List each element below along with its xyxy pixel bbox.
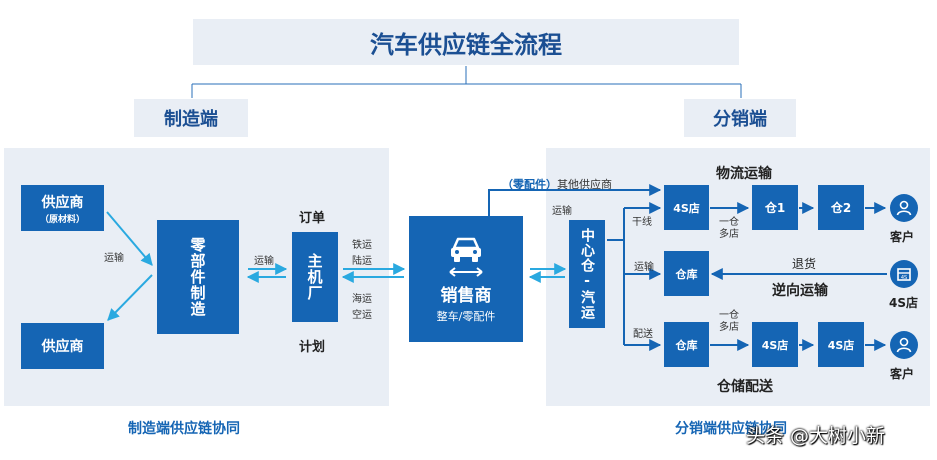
rail-label: 铁运 (352, 240, 372, 251)
row3-warehouse-box: 仓库 (664, 322, 709, 367)
manufacturing-header: 制造端 (134, 99, 248, 137)
supplier-raw-sub: （原材料） (39, 214, 85, 225)
plan-label: 计划 (299, 340, 326, 355)
row1-wh1-box: 仓1 (752, 185, 798, 230)
transport-label-2: 运输 (254, 256, 274, 267)
row2-end-label: 4S店 (889, 296, 918, 310)
row2-warehouse-box: 仓库 (664, 251, 709, 296)
reverse-label: 逆向运输 (772, 283, 828, 299)
distribution-footer: 分销端供应链协同 (675, 421, 787, 437)
car-icon (451, 237, 481, 262)
supplier-box: 供应商 (21, 323, 104, 369)
supplier-raw-box: 供应商 （原材料） (21, 185, 104, 231)
dealer-transport-label: 运输 (552, 206, 572, 217)
row3-store1-label: 4S店 (761, 338, 789, 352)
supplier-label: 供应商 (41, 339, 84, 355)
person-icon (896, 200, 912, 216)
row1-store-label: 4S店 (673, 201, 700, 215)
person-icon-2 (896, 337, 912, 353)
storage-label: 仓储配送 (717, 379, 773, 395)
tree-lines (191, 66, 742, 98)
svg-text:4S: 4S (901, 275, 907, 281)
double-arrow-icon (449, 267, 483, 277)
parts-label: 零部件制造 (188, 237, 207, 317)
hub-box: 中心仓-汽运 (569, 220, 605, 328)
title-banner: 汽车供应链全流程 (193, 19, 739, 65)
supplier-arrows (106, 211, 153, 321)
other-supplier-line (488, 184, 662, 216)
logistics-label: 物流运输 (716, 166, 772, 182)
customer-icon-1 (890, 194, 918, 222)
oem-label: 主机厂 (305, 253, 324, 301)
distribution-header-label: 分销端 (713, 109, 767, 130)
row3-warehouse-label: 仓库 (675, 338, 698, 352)
order-label: 订单 (299, 211, 326, 226)
dealer-box: 销售商 整车/零配件 (409, 216, 523, 342)
hub-branches (607, 202, 662, 351)
row3-note: 一仓多店 (719, 310, 739, 333)
row1-store-box: 4S店 (664, 185, 709, 230)
row1-wh2-label: 仓2 (830, 201, 852, 215)
watermark: 头条 @大树小新 (746, 425, 886, 447)
transport-label-1: 运输 (104, 253, 124, 264)
other-supplier-paren: （零配件） (502, 178, 557, 191)
row3-store1-box: 4S店 (752, 322, 798, 367)
row1-note: 一仓多店 (719, 217, 739, 240)
dealer-hub-arrows (528, 263, 567, 283)
row1-wh2-box: 仓2 (818, 185, 864, 230)
supplier-raw-label: 供应商 (41, 194, 84, 211)
oem-box: 主机厂 (292, 232, 338, 322)
delivery-label: 配送 (633, 329, 653, 340)
diagram-title: 汽车供应链全流程 (370, 30, 562, 59)
other-supplier-label: （零配件）其他供应商 (502, 176, 612, 192)
row2-warehouse-label: 仓库 (675, 267, 698, 281)
shop-icon: 4S (897, 268, 911, 281)
manufacturing-header-label: 制造端 (164, 109, 218, 130)
road-label: 陆运 (352, 256, 372, 267)
row3-store2-label: 4S店 (827, 338, 855, 352)
parts-box: 零部件制造 (157, 220, 239, 334)
customer-icon-2 (890, 331, 918, 359)
sea-label: 海运 (352, 294, 372, 305)
dealer-label: 销售商 (440, 286, 492, 306)
row1-wh1-label: 仓1 (764, 201, 786, 215)
hub-label: 中心仓-汽运 (579, 228, 595, 320)
row1-end-label: 客户 (890, 230, 915, 244)
row3-store2-box: 4S店 (818, 322, 864, 367)
transport2-label: 运输 (634, 262, 654, 273)
distribution-header: 分销端 (684, 99, 796, 137)
store-icon: 4S (890, 260, 918, 288)
manufacturing-footer: 制造端供应链协同 (128, 421, 240, 437)
other-supplier-text: 其他供应商 (557, 178, 612, 191)
air-label: 空运 (352, 310, 372, 321)
dealer-sub: 整车/零配件 (436, 310, 496, 323)
trunk-label: 干线 (632, 217, 652, 228)
row3-end-label: 客户 (890, 367, 915, 381)
parts-oem-arrows (246, 263, 288, 283)
return-label: 退货 (792, 257, 817, 271)
oem-dealer-arrows (341, 263, 406, 283)
